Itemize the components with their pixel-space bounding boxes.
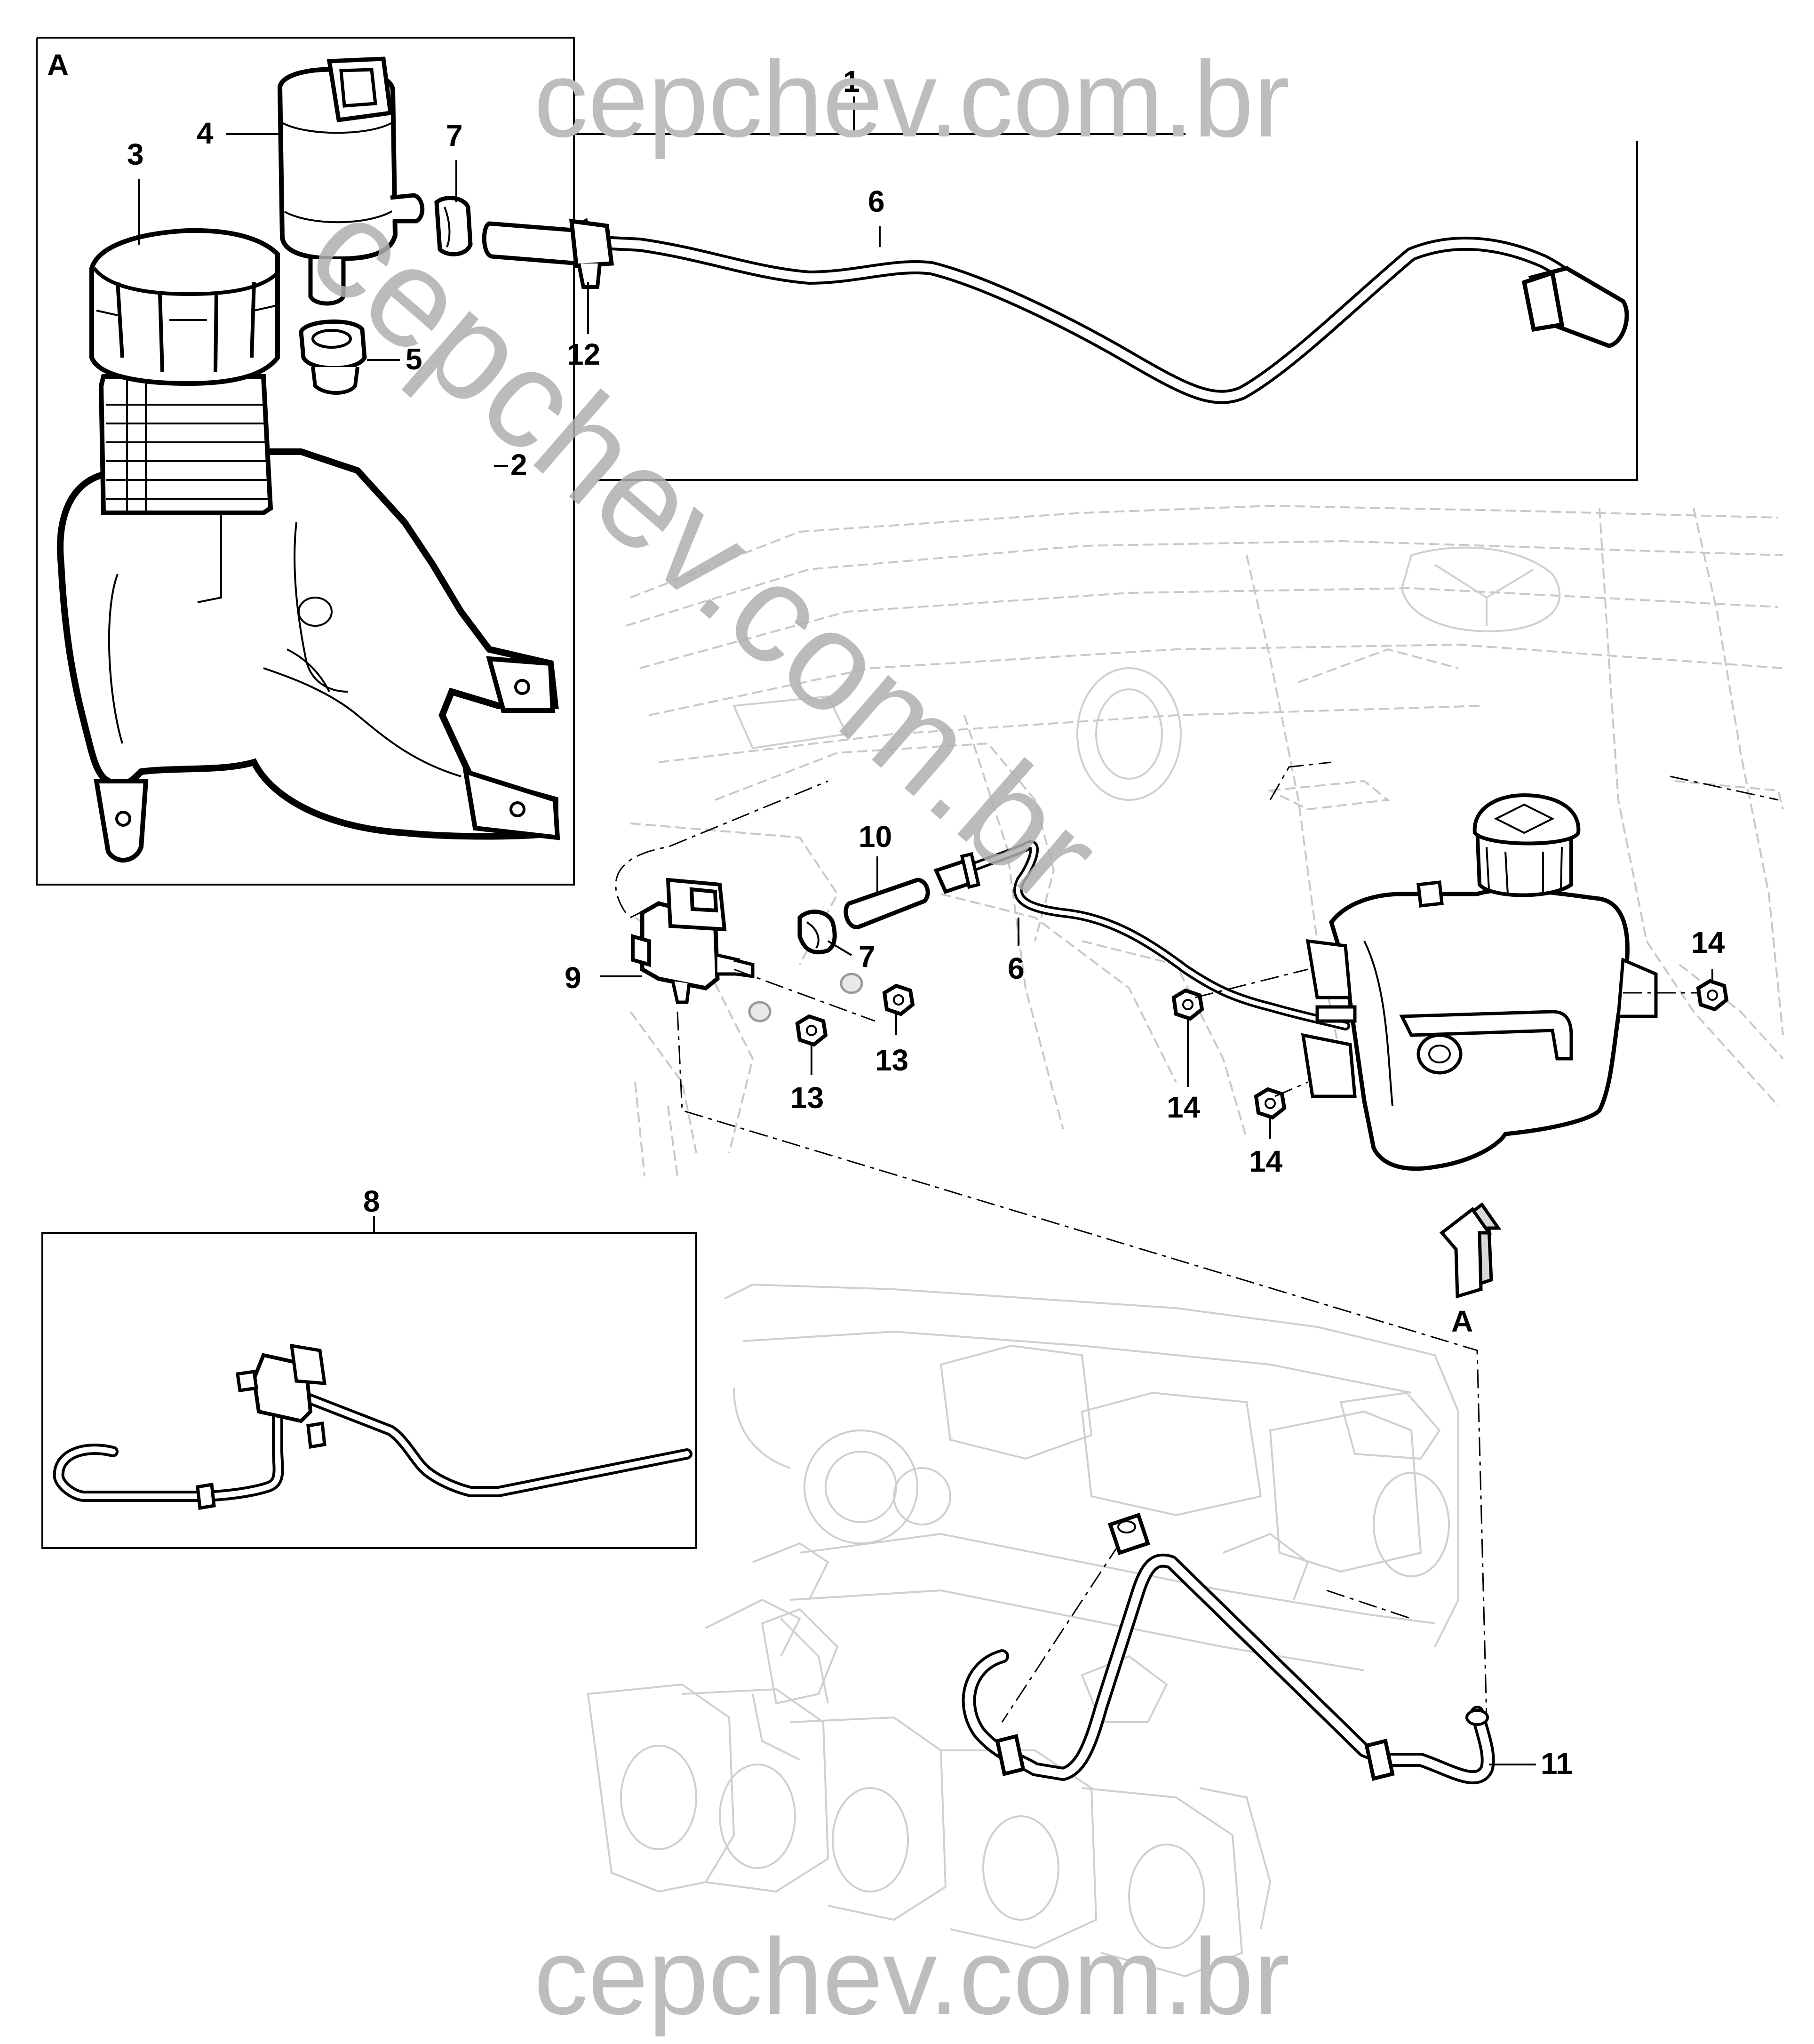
callout-13b: 13 — [875, 1043, 908, 1077]
leader-lines — [138, 96, 1713, 1765]
callout-7b: 7 — [859, 940, 875, 974]
assembly-guide-lines — [615, 761, 1779, 1723]
callout-7a: 7 — [446, 119, 463, 152]
arrow-label: A — [1451, 1304, 1473, 1338]
hose-clip-12 — [569, 218, 614, 289]
engine-bay-background — [625, 504, 1784, 1177]
callout-9: 9 — [565, 961, 581, 995]
reservoir-cap — [89, 228, 280, 386]
callout-5: 5 — [406, 342, 422, 376]
callout-12: 12 — [567, 337, 600, 371]
washer-hose-a — [482, 218, 1629, 404]
lower-hose-11 — [962, 1512, 1495, 1785]
callout-4: 4 — [197, 116, 214, 150]
watermarks: cepchev.com.br cepchev.com.br cepchev.co… — [281, 39, 1289, 2037]
view-a-frame — [36, 37, 1638, 886]
callout-10: 10 — [859, 820, 892, 854]
intake-manifold-background — [587, 1283, 1459, 1978]
callouts: A 1 2 3 4 5 6 7 12 9 10 7 6 13 13 14 14 … — [47, 48, 1725, 1781]
callout-6b: 6 — [1008, 951, 1025, 985]
solenoid-valve — [631, 878, 755, 1004]
callout-3: 3 — [127, 137, 144, 171]
hose-clamp-a — [434, 196, 473, 256]
callout-6a: 6 — [868, 184, 885, 218]
callout-14b: 14 — [1249, 1144, 1283, 1178]
washer-reservoir — [57, 448, 560, 862]
callout-14a: 14 — [1167, 1090, 1201, 1124]
callout-8: 8 — [363, 1184, 380, 1218]
hose-clamp-main — [797, 910, 837, 955]
washer-reservoir-installed — [1301, 880, 1658, 1171]
callout-13a: 13 — [790, 1081, 824, 1115]
callout-2: 2 — [510, 448, 527, 482]
nuts-13 — [748, 973, 915, 1047]
kit-8-frame — [41, 1216, 697, 1549]
kit-8-assembly — [53, 1343, 692, 1510]
callout-14c: 14 — [1691, 926, 1725, 959]
short-hose-10 — [843, 878, 930, 929]
reservoir-cap-installed — [1472, 793, 1581, 897]
pump-grommet — [299, 319, 367, 395]
washer-pump — [277, 56, 425, 306]
callout-11: 11 — [1541, 1747, 1573, 1781]
washer-hose-main — [933, 840, 1350, 1030]
watermark-bottom: cepchev.com.br — [534, 1916, 1289, 2037]
callout-1: 1 — [843, 64, 860, 98]
filler-neck — [98, 374, 273, 515]
view-label: A — [47, 48, 69, 82]
view-direction-arrow — [1439, 1202, 1502, 1299]
watermark-top: cepchev.com.br — [534, 39, 1289, 160]
